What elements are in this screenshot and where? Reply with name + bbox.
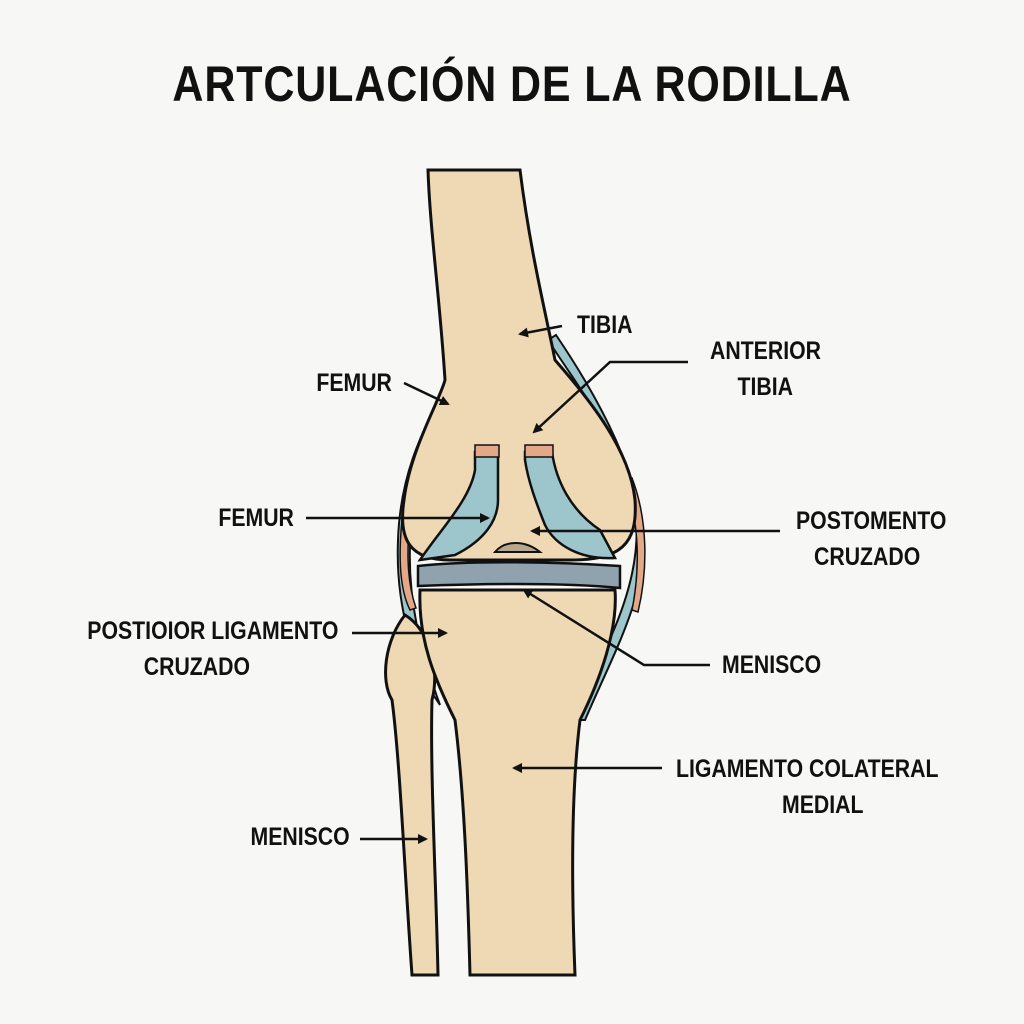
label-postioior-1: POSTIOIOR LIGAMENTO: [86, 617, 338, 645]
label-femur-mid: FEMUR: [218, 504, 294, 532]
cruciate-ligament-left: [417, 450, 500, 562]
fibula-bone: [384, 613, 440, 977]
label-anterior-tibia-1: ANTERIOR: [710, 337, 821, 365]
annotation-lines: [306, 324, 780, 844]
label-menisco-right: MENISCO: [722, 651, 822, 679]
femur-bone: [401, 168, 637, 562]
label-menisco-left: MENISCO: [250, 823, 350, 851]
label-tibia-top: TIBIA: [577, 311, 633, 339]
label-femur-top: FEMUR: [316, 369, 392, 397]
label-ligamento-1: LIGAMENTO COLATERAL: [676, 755, 939, 783]
diagram-title: ARTCULACIÓN DE LA RODILLA: [172, 56, 852, 112]
meniscus: [416, 560, 622, 590]
label-postomento-2: CRUZADO: [814, 543, 921, 571]
label-postioior-2: CRUZADO: [143, 653, 250, 681]
label-anterior-tibia-2: TIBIA: [737, 373, 793, 401]
tibia-bone: [418, 588, 617, 977]
label-postomento-1: POSTOMENTO: [796, 507, 947, 535]
label-ligamento-2: MEDIAL: [782, 791, 864, 819]
